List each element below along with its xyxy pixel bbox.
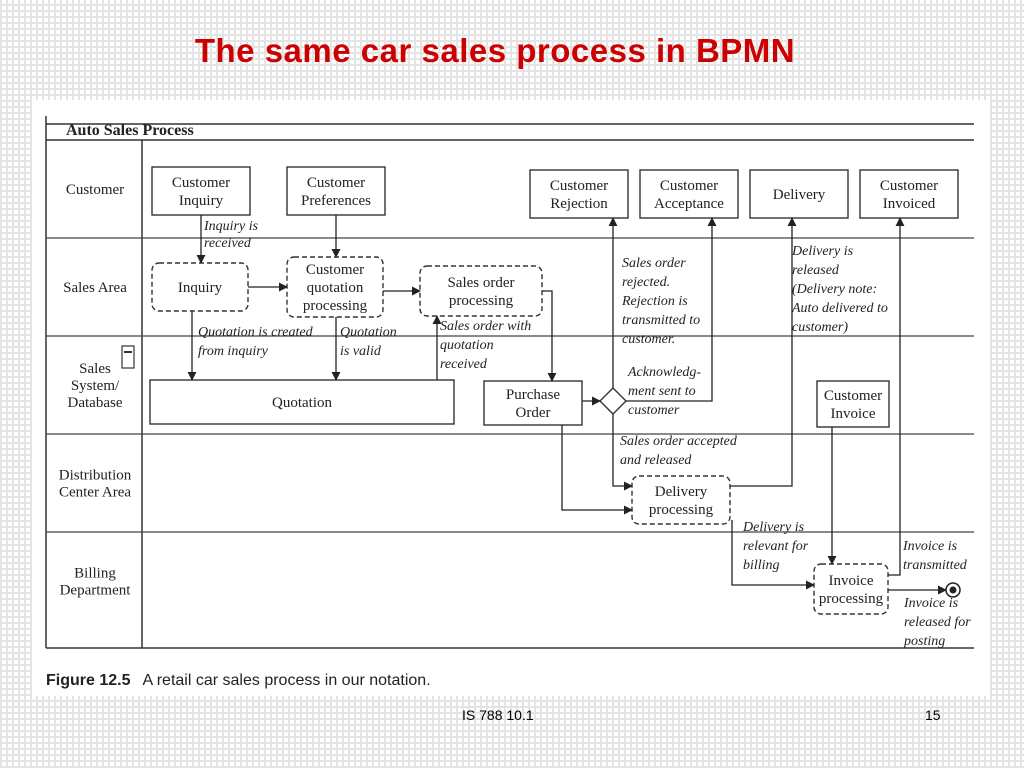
figure-caption-text: A retail car sales process in our notati… <box>142 672 430 689</box>
lane-customer: Customer <box>66 182 124 198</box>
gateway-to-delivery-processing-flow <box>612 414 633 491</box>
pool-frame <box>45 116 974 649</box>
figure-number: Figure 12.5 <box>46 672 131 689</box>
purchase-order-to-delivery-processing-flow <box>561 425 633 515</box>
database-icon <box>121 345 135 369</box>
quotation-node-label: Quotation <box>272 395 332 411</box>
lane-sales-area: Sales Area <box>63 280 127 296</box>
figure-caption: Figure 12.5 A retail car sales process i… <box>46 672 431 689</box>
delivery-processing-to-invoice-processing-flow <box>731 520 815 590</box>
delivery-processing-to-delivery-flow <box>730 217 797 487</box>
sequence-flows <box>187 215 947 595</box>
pool-title: Auto Sales Process <box>66 122 194 139</box>
inquiry-node-label: Inquiry <box>178 280 223 296</box>
quotation-node: Quotation <box>149 379 455 425</box>
gateway-to-acceptance-flow <box>626 217 717 402</box>
gateway-diamond <box>599 387 627 415</box>
sales-order-to-purchase-order-flow <box>542 290 557 382</box>
footer-course: IS 788 10.1 <box>462 707 534 723</box>
end-event-inner <box>949 586 957 594</box>
delivery-node: Delivery <box>749 169 849 219</box>
inquiry-node: Inquiry <box>151 262 249 312</box>
invoice-processing-to-invoiced-flow <box>888 217 905 576</box>
delivery-node-label: Delivery <box>773 187 826 203</box>
footer-page-number: 15 <box>925 707 941 723</box>
slide-title: The same car sales process in BPMN <box>194 32 796 69</box>
